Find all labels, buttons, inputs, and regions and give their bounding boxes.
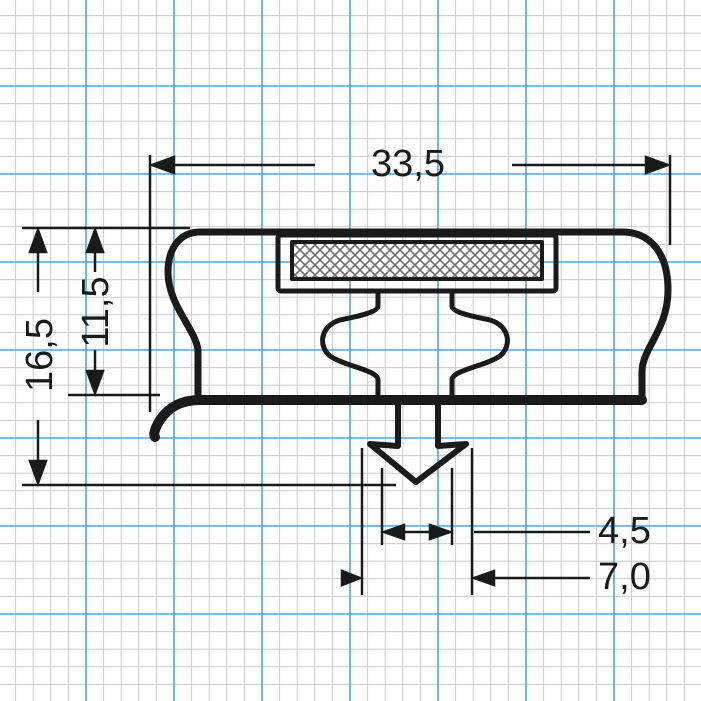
gasket-profile xyxy=(149,228,672,485)
magnet-pocket xyxy=(275,232,559,294)
gasket-channel-left xyxy=(320,290,381,403)
magnet-strip xyxy=(290,240,544,281)
dimension-dart-outer-label: 7,0 xyxy=(598,556,651,598)
dimension-dart-inner-label: 4,5 xyxy=(598,510,651,552)
dimension-body-height-label: 11,5 xyxy=(75,276,117,347)
gasket-channel-right xyxy=(449,290,510,403)
gasket-body-outline xyxy=(164,228,672,404)
dimension-width-label: 33,5 xyxy=(371,143,445,185)
dimension-lines xyxy=(22,155,672,595)
dimension-total-height-label: 16,5 xyxy=(19,318,61,392)
gasket-dart xyxy=(367,401,469,485)
gasket-lip xyxy=(149,395,205,442)
